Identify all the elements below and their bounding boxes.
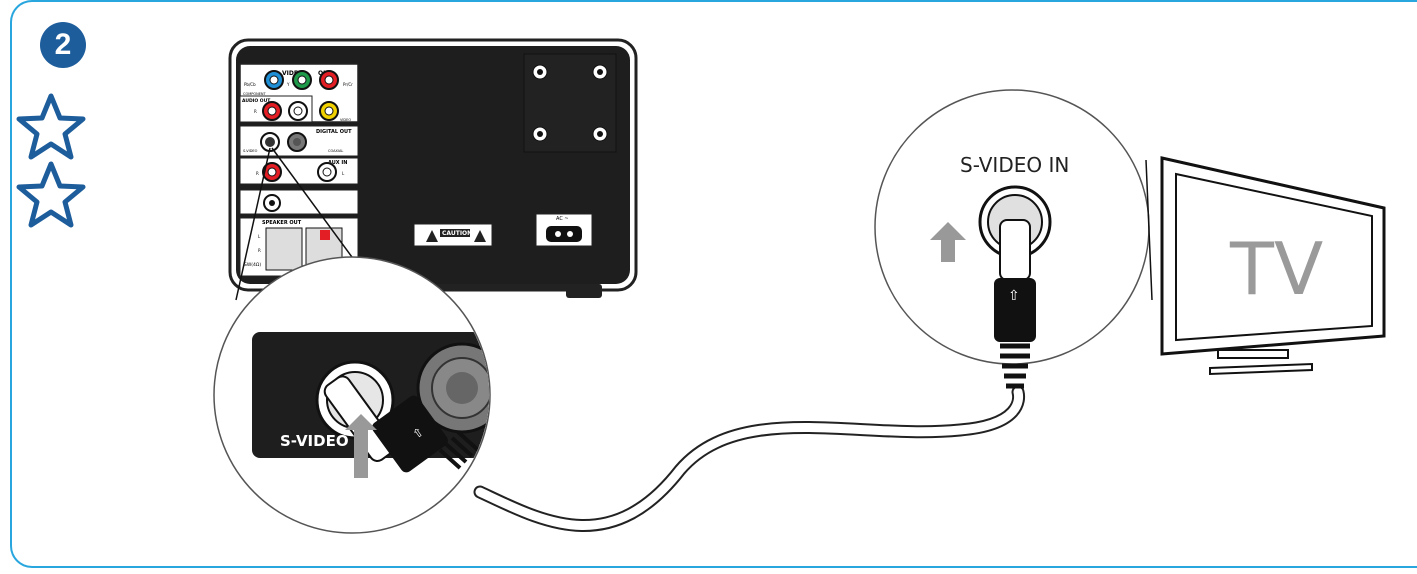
- label-coaxial: COAXIAL: [328, 149, 343, 153]
- television: TV: [1145, 156, 1386, 376]
- zoom-tv-s-video-in: S-VIDEO IN ⇧: [874, 89, 1150, 389]
- label-caution: CAUTION: [442, 230, 472, 237]
- tv-label: TV: [1229, 227, 1323, 311]
- label-aux-l: L: [342, 171, 345, 176]
- label-speaker-out: SPEAKER OUT: [262, 220, 302, 226]
- label-s-video-small: S-VIDEO: [243, 149, 258, 153]
- label-aux-r: R: [256, 171, 259, 176]
- step-number-badge: 2: [40, 22, 86, 68]
- s-video-cable: [473, 385, 1025, 532]
- label-pb-cb: Pb/Cb: [244, 82, 256, 87]
- content-frame: [10, 0, 1417, 568]
- label-audio-out: AUDIO OUT: [242, 98, 271, 104]
- label-pr-cr: Pr/Cr: [343, 82, 353, 87]
- label-video: VIDEO: [282, 70, 303, 77]
- label-component: COMPONENT: [243, 92, 267, 96]
- svg-text:⇧: ⇧: [1008, 288, 1020, 304]
- label-sw: SW(4Ω): [244, 262, 261, 268]
- zoom-right-label: S-VIDEO IN: [960, 153, 1069, 177]
- label-video-small: VIDEO: [340, 118, 351, 122]
- zoom-device-s-video: ⇧ S-VIDEO: [213, 256, 491, 534]
- label-ac: AC ~: [556, 216, 569, 222]
- label-speaker-r: R: [258, 248, 261, 253]
- label-y: Y: [286, 82, 290, 87]
- label-aux-in: AUX IN: [328, 160, 347, 166]
- label-audio-r: R: [254, 109, 257, 114]
- label-digital-out: DIGITAL OUT: [316, 129, 352, 135]
- label-speaker-l: L: [258, 234, 261, 239]
- device-back-panel: VIDEO OUT Pb/Cb Y Pr/Cr COMPONENT AUDIO …: [228, 38, 638, 298]
- star-outline-icon: [16, 161, 86, 228]
- zoom-left-label: S-VIDEO: [280, 432, 349, 450]
- star-outline-icon: [16, 93, 86, 160]
